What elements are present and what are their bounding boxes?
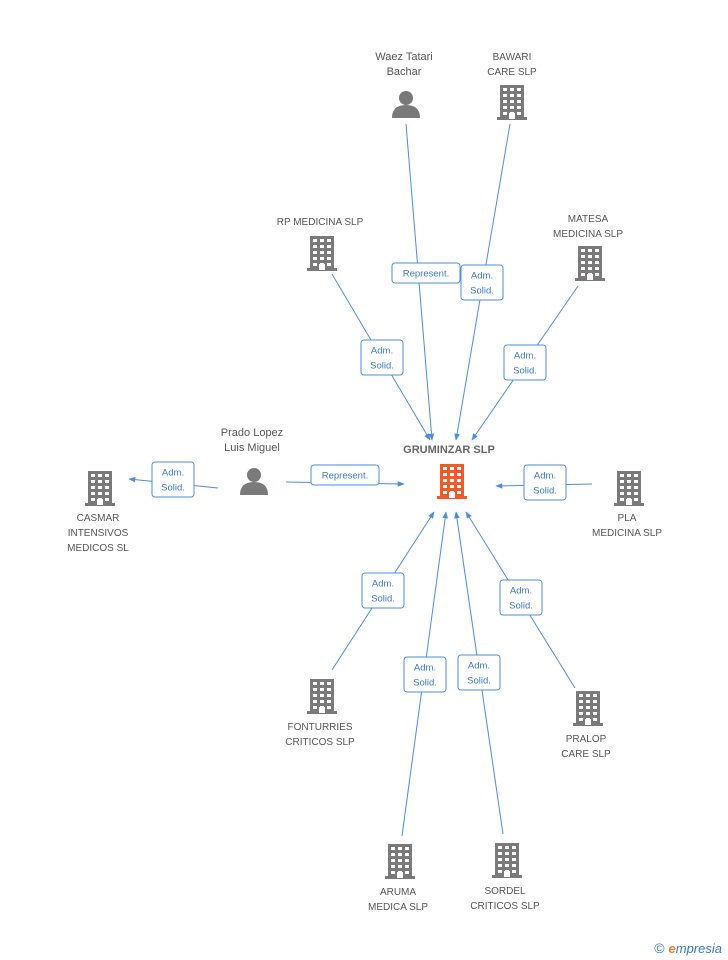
edge-label-prado-center-0: Represent. <box>322 471 368 482</box>
copyright-symbol: © <box>654 940 665 956</box>
center-label: GRUMINZAR SLP <box>403 444 495 456</box>
building-icon[interactable] <box>307 236 337 271</box>
node-label-bawari-line-0: BAWARI <box>493 52 532 63</box>
edge-label-box-waez-center[interactable] <box>391 262 461 284</box>
node-label-bawari-line-1: CARE SLP <box>487 67 537 78</box>
brand-initial: e <box>668 941 676 956</box>
edge-label-aruma-center-1: Solid. <box>413 678 437 689</box>
edge-label-matesa-center-0: Adm. <box>514 351 536 362</box>
edge-label-pralop-center-1: Solid. <box>509 601 533 612</box>
node-pla[interactable]: PLA MEDICINA SLP <box>592 471 662 539</box>
edge-matesa-center: Adm. Solid. <box>471 285 579 441</box>
edge-label-fonturries-center-1: Solid. <box>371 594 395 605</box>
building-icon[interactable] <box>575 246 605 281</box>
edge-pla-center: Adm. Solid. <box>495 464 593 501</box>
edge-label-pla-center-1: Solid. <box>533 486 557 497</box>
person-icon[interactable] <box>392 91 420 118</box>
node-label-waez-line-1: Bachar <box>387 66 422 78</box>
person-icon[interactable] <box>240 468 268 495</box>
edge-label-waez-center-0: Represent. <box>403 269 449 280</box>
edge-label-prado-casmar-0: Adm. <box>162 468 184 479</box>
node-label-casmar-line-0: CASMAR <box>77 513 120 524</box>
building-icon[interactable] <box>497 85 527 120</box>
building-icon[interactable] <box>307 679 337 714</box>
node-label-waez-line-0: Waez Tatari <box>375 51 432 63</box>
edge-rp-center: Adm. Solid. <box>331 273 431 441</box>
node-label-fonturries-line-0: FONTURRIES <box>288 722 353 733</box>
edges-layer: Represent. Adm. Solid. Adm. Solid. Adm. Solid.… <box>128 123 593 837</box>
edge-label-pralop-center-0: Adm. <box>510 586 532 597</box>
edge-label-box-bawari-center[interactable] <box>460 264 504 301</box>
node-matesa[interactable]: MATESA MEDICINA SLP <box>553 214 623 281</box>
edge-label-rp-center-0: Adm. <box>371 346 393 357</box>
node-label-aruma-line-0: ARUMA <box>380 887 416 898</box>
edge-label-box-pla-center[interactable] <box>523 464 567 501</box>
node-casmar[interactable]: CASMAR INTENSIVOS MEDICOS SL <box>67 471 129 554</box>
building-icon[interactable] <box>492 843 522 878</box>
node-label-casmar-line-2: MEDICOS SL <box>67 543 129 554</box>
edge-label-bawari-center-0: Adm. <box>471 271 493 282</box>
edge-label-matesa-center-1: Solid. <box>513 366 537 377</box>
node-fonturries[interactable]: FONTURRIES CRITICOS SLP <box>285 679 355 748</box>
edge-label-box-matesa-center[interactable] <box>503 344 547 381</box>
building-icon[interactable] <box>385 844 415 879</box>
edge-label-fonturries-center-0: Adm. <box>372 579 394 590</box>
node-label-matesa-line-0: MATESA <box>568 214 609 225</box>
brand-name: mpresia <box>675 941 722 956</box>
footer-brand: ©empresia <box>654 940 722 956</box>
node-label-prado-line-1: Luis Miguel <box>224 442 280 454</box>
edge-label-box-prado-center[interactable] <box>310 464 380 486</box>
node-aruma[interactable]: ARUMA MEDICA SLP <box>368 844 428 913</box>
node-label-sordel-line-1: CRITICOS SLP <box>470 901 540 912</box>
edge-label-box-aruma-center[interactable] <box>403 656 447 693</box>
edge-pralop-center: Adm. Solid. <box>465 511 576 689</box>
node-label-casmar-line-1: INTENSIVOS <box>68 528 129 539</box>
node-label-pla-line-0: PLA <box>618 513 637 524</box>
edge-label-sordel-center-1: Solid. <box>467 676 491 687</box>
edge-label-box-pralop-center[interactable] <box>499 579 543 616</box>
edge-prado-center: Represent. <box>285 464 405 487</box>
node-label-sordel-line-0: SORDEL <box>484 886 526 897</box>
center-node[interactable]: GRUMINZAR SLP <box>403 444 495 499</box>
edge-aruma-center: Adm. Solid. <box>401 511 448 837</box>
edge-label-box-prado-casmar[interactable] <box>151 461 195 498</box>
node-label-pralop-line-1: CARE SLP <box>561 749 611 760</box>
edge-label-rp-center-1: Solid. <box>370 361 394 372</box>
edge-label-box-sordel-center[interactable] <box>457 654 501 691</box>
edge-label-box-fonturries-center[interactable] <box>361 572 405 609</box>
edge-bawari-center: Adm. Solid. <box>454 123 511 441</box>
building-icon[interactable] <box>437 464 467 499</box>
edge-label-box-rp-center[interactable] <box>360 339 404 376</box>
edge-label-aruma-center-0: Adm. <box>414 663 436 674</box>
edge-label-bawari-center-1: Solid. <box>470 286 494 297</box>
node-label-pralop-line-0: PRALOP <box>566 734 607 745</box>
node-label-pla-line-1: MEDICINA SLP <box>592 528 662 539</box>
node-label-matesa-line-1: MEDICINA SLP <box>553 229 623 240</box>
edge-label-sordel-center-0: Adm. <box>468 661 490 672</box>
node-label-aruma-line-1: MEDICA SLP <box>368 902 428 913</box>
edge-fonturries-center: Adm. Solid. <box>331 511 435 671</box>
node-bawari[interactable]: BAWARI CARE SLP <box>487 52 537 120</box>
building-icon[interactable] <box>573 691 603 726</box>
building-icon[interactable] <box>614 471 644 506</box>
node-label-prado-line-0: Prado Lopez <box>221 427 283 439</box>
edge-sordel-center: Adm. Solid. <box>454 511 504 835</box>
edge-prado-casmar: Adm. Solid. <box>128 461 219 498</box>
node-pralop[interactable]: PRALOP CARE SLP <box>561 691 611 760</box>
edge-label-pla-center-0: Adm. <box>534 471 556 482</box>
edge-waez-center: Represent. <box>391 123 461 441</box>
node-label-rp-line-0: RP MEDICINA SLP <box>277 217 364 228</box>
node-label-fonturries-line-1: CRITICOS SLP <box>285 737 355 748</box>
node-rp[interactable]: RP MEDICINA SLP <box>277 217 364 271</box>
building-icon[interactable] <box>85 471 115 506</box>
node-sordel[interactable]: SORDEL CRITICOS SLP <box>470 843 540 912</box>
edge-label-prado-casmar-1: Solid. <box>161 483 185 494</box>
